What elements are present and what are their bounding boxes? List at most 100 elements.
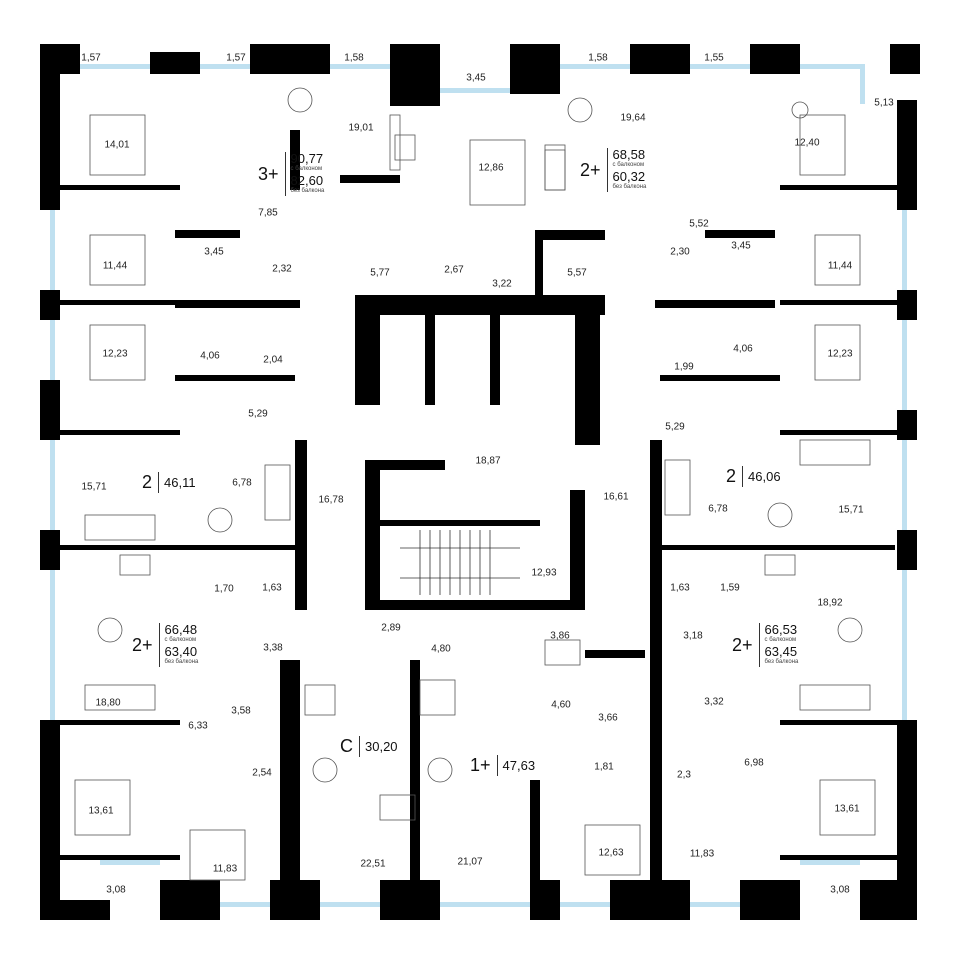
room-area: 1,63 [670, 582, 690, 594]
windows [50, 64, 907, 907]
room-area: 3,58 [231, 705, 251, 717]
without-balcony-caption: без балкона [290, 188, 325, 194]
apartment-area: 46,06 [748, 469, 781, 484]
room-area: 3,32 [704, 696, 724, 708]
with-balcony-caption: с балконом [612, 162, 645, 168]
room-area: 1,58 [588, 52, 608, 64]
apartment-area: 46,11 [164, 475, 196, 490]
room-area: 3,08 [106, 884, 126, 896]
apartment-type: 2+ [732, 634, 753, 655]
room-area: 18,92 [817, 597, 843, 609]
room-area: 22,51 [360, 858, 386, 870]
room-area: 14,01 [104, 139, 130, 151]
room-area: 11,44 [827, 260, 853, 272]
room-area: 13,61 [834, 803, 860, 815]
with-balcony-caption: с балконом [164, 637, 197, 643]
room-area: 3,86 [550, 630, 570, 642]
room-area: 15,71 [838, 504, 864, 516]
apartment-area-with-balcony: 66,53 [764, 622, 798, 637]
apartment-area: 30,20 [365, 739, 398, 754]
apartment-area-without-balcony: 82,60 [290, 173, 324, 188]
apartment-type: 3+ [258, 163, 279, 184]
room-area: 5,77 [370, 267, 390, 279]
room-area: 1,57 [81, 52, 101, 64]
apartment-area-with-balcony: 66,48 [164, 622, 198, 637]
room-area: 1,63 [262, 582, 282, 594]
room-area: 1,99 [674, 361, 694, 373]
room-area: 2,04 [263, 354, 283, 366]
room-area: 12,23 [102, 348, 128, 360]
room-area: 3,45 [204, 246, 224, 258]
apartment-label: 2 46,11 [142, 472, 196, 493]
apartment-label: 2 46,06 [726, 466, 781, 487]
apartment-area-without-balcony: 60,32 [612, 169, 646, 184]
room-area: 2,54 [252, 767, 272, 779]
room-area: 6,78 [708, 503, 728, 515]
room-area: 4,60 [551, 699, 571, 711]
room-area: 18,80 [95, 697, 121, 709]
fixtures [74, 87, 876, 881]
room-area: 19,01 [348, 122, 374, 134]
with-balcony-caption: с балконом [764, 637, 797, 643]
room-area: 11,83 [212, 863, 238, 875]
room-area: 6,78 [232, 477, 252, 489]
apartment-type: 2 [726, 466, 737, 486]
room-area: 1,57 [226, 52, 246, 64]
room-area: 3,22 [492, 278, 512, 290]
room-area: 7,85 [258, 207, 278, 219]
apartment-type: 2+ [580, 159, 601, 180]
room-area: 3,45 [466, 72, 486, 84]
room-area: 11,83 [689, 848, 715, 860]
room-area: 6,33 [188, 720, 208, 732]
apartment-label: 1+ 47,63 [470, 755, 535, 776]
apartment-area-without-balcony: 63,40 [164, 644, 198, 659]
room-area: 1,81 [594, 761, 614, 773]
room-area: 2,89 [381, 622, 401, 634]
room-area: 4,06 [733, 343, 753, 355]
room-area: 2,3 [677, 769, 691, 781]
room-area: 12,63 [598, 847, 624, 859]
room-area: 12,23 [827, 348, 853, 360]
apartment-type: 2+ [132, 634, 153, 655]
without-balcony-caption: без балкона [764, 659, 799, 665]
room-area: 16,78 [318, 494, 344, 506]
walls [40, 44, 920, 920]
apartment-type: С [340, 736, 353, 756]
room-area: 5,13 [874, 97, 894, 109]
apartment-area: 47,63 [502, 758, 536, 773]
without-balcony-caption: без балкона [612, 184, 647, 190]
room-area: 13,61 [88, 805, 114, 817]
room-area: 5,29 [665, 421, 685, 433]
room-area: 4,80 [431, 643, 451, 655]
room-area: 2,30 [670, 246, 690, 258]
apartment-area-with-balcony: 90,77 [290, 151, 324, 166]
room-area: 3,66 [598, 712, 618, 724]
room-area: 15,71 [81, 481, 107, 493]
room-area: 3,45 [731, 240, 751, 252]
room-area: 19,64 [620, 112, 646, 124]
room-area: 6,98 [744, 757, 764, 769]
room-area: 16,61 [603, 491, 629, 503]
room-area: 1,55 [704, 52, 724, 64]
apartment-area-with-balcony: 68,58 [612, 147, 646, 162]
room-area: 1,58 [344, 52, 364, 64]
room-area: 3,18 [683, 630, 703, 642]
room-area: 3,38 [263, 642, 283, 654]
room-area: 1,59 [720, 582, 740, 594]
room-area: 2,32 [272, 263, 292, 275]
room-area: 5,52 [689, 218, 709, 230]
room-area: 11,44 [102, 260, 128, 272]
room-area: 5,29 [248, 408, 268, 420]
without-balcony-caption: без балкона [164, 659, 199, 665]
staircase [400, 530, 520, 595]
apartment-type: 2 [142, 472, 153, 492]
room-area: 12,93 [531, 567, 557, 579]
room-area: 12,86 [478, 162, 504, 174]
apartment-area-without-balcony: 63,45 [764, 644, 798, 659]
room-area: 5,57 [567, 267, 587, 279]
